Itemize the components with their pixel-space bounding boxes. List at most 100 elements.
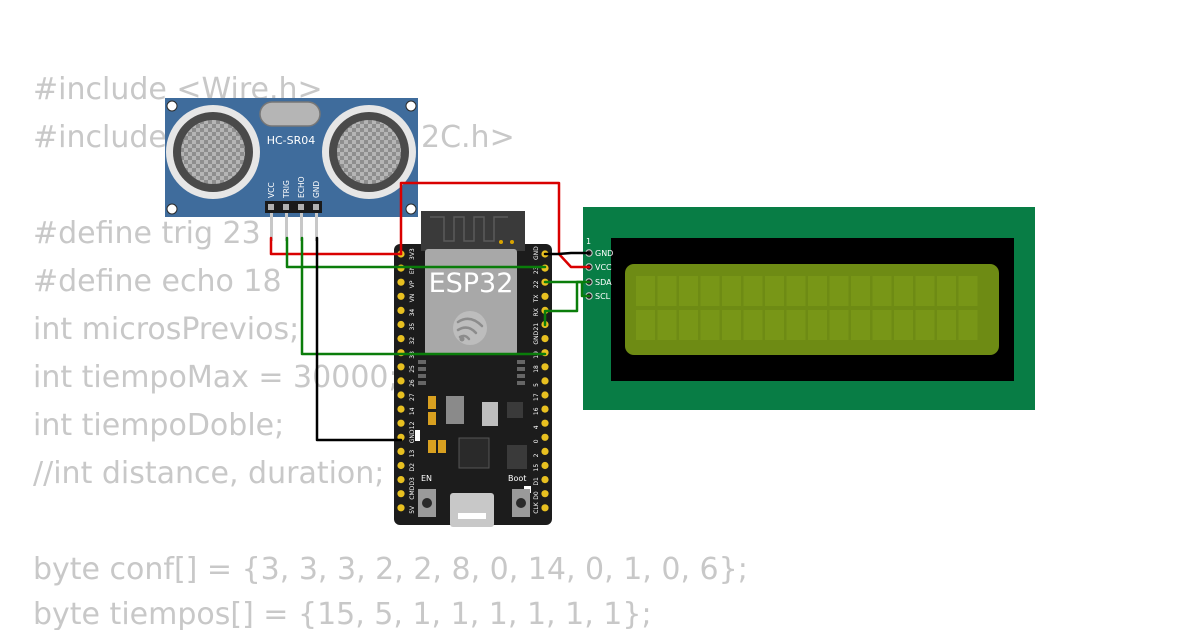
- module-pad: [418, 360, 426, 364]
- ultrasonic-sensor[interactable]: HC-SR04 VCC TRIG ECHO GND: [165, 98, 418, 241]
- esp32-pin-label: 17: [533, 393, 540, 401]
- lcd-char-cell: [657, 310, 677, 340]
- wire-trig[interactable]: [285, 236, 547, 269]
- esp32-pin[interactable]: [541, 504, 549, 512]
- esp32-pin[interactable]: [541, 335, 549, 343]
- esp32-label: ESP32: [429, 268, 514, 299]
- wire-gnd-sensor[interactable]: [315, 236, 403, 442]
- esp32-pin[interactable]: [397, 490, 405, 498]
- esp32-pin[interactable]: [397, 405, 405, 413]
- esp32-pin-label: 4: [533, 425, 540, 429]
- antenna-trace: [430, 216, 508, 242]
- sensor-pin-label: VCC: [267, 182, 276, 198]
- boot-button[interactable]: Boot: [508, 474, 530, 517]
- lcd-char-cell: [829, 276, 849, 306]
- esp32-pin[interactable]: [541, 433, 549, 441]
- lcd-char-cell: [722, 310, 741, 340]
- lcd-char-cell: [636, 276, 655, 306]
- esp32-pin[interactable]: [397, 461, 405, 470]
- esp32-pin[interactable]: [541, 405, 549, 413]
- esp32-pin-label: 12: [409, 421, 416, 429]
- sensor-pin[interactable]: [298, 204, 304, 210]
- module-pad: [517, 360, 525, 364]
- esp32-pin[interactable]: [397, 447, 405, 455]
- esp32-pin-label: 32: [409, 337, 416, 345]
- wire-echo[interactable]: [300, 236, 547, 356]
- transducer-right-icon: [322, 105, 416, 199]
- esp32-pin[interactable]: [397, 504, 405, 512]
- wire-gnd-lcd[interactable]: [543, 251, 591, 256]
- esp32-pin[interactable]: [541, 476, 549, 484]
- esp32-pin[interactable]: [541, 377, 549, 385]
- esp32-pin[interactable]: [397, 363, 405, 371]
- en-button[interactable]: EN: [418, 474, 436, 517]
- esp32-pin[interactable]: [541, 419, 549, 427]
- lcd-pin-label: SCL: [595, 292, 611, 301]
- code-line: byte tiempos[] = {15, 5, 1, 1, 1, 1, 1, …: [33, 597, 652, 630]
- lcd-char-cell: [765, 310, 784, 340]
- esp32-pin[interactable]: [541, 363, 549, 371]
- code-line: #define echo 18: [33, 264, 282, 299]
- sensor-pin[interactable]: [313, 204, 319, 210]
- esp32-pin[interactable]: [397, 377, 405, 385]
- lcd-pin-label: SDA: [595, 278, 612, 287]
- en-button-label: EN: [421, 474, 432, 483]
- esp32-pin[interactable]: [397, 320, 405, 329]
- wire-vcc-lcd[interactable]: [399, 181, 591, 269]
- mount-hole-icon: [405, 203, 417, 215]
- esp32-pin-label: 18: [533, 365, 540, 373]
- usb-port-icon: [450, 493, 494, 527]
- esp32-pin-label: D2: [409, 463, 416, 472]
- wire-scl[interactable]: [543, 280, 591, 298]
- esp32-pin[interactable]: [541, 447, 549, 455]
- lcd-pin-label: GND: [595, 249, 613, 258]
- esp32-pin[interactable]: [541, 461, 549, 470]
- lcd-char-cell: [743, 310, 763, 340]
- lcd-char-cell: [937, 276, 956, 306]
- lcd-char-cell: [808, 276, 827, 306]
- code-listing: #include <Wire.h> #include <LiquidCrysta…: [33, 72, 748, 630]
- module-pad: [517, 367, 525, 371]
- esp32-pin-label: GND: [533, 330, 540, 344]
- sensor-pin-label: GND: [312, 181, 321, 198]
- code-line: int tiempoDoble;: [33, 408, 284, 443]
- esp32-pin-label: 15: [533, 464, 540, 472]
- lcd-character-grid: [636, 276, 978, 340]
- esp32-pin-label: 2: [533, 453, 540, 457]
- lcd-char-cell: [958, 310, 978, 340]
- code-line: int tiempoMax = 30000;: [33, 360, 399, 395]
- esp32-pin[interactable]: [397, 419, 405, 427]
- esp32-pin[interactable]: [541, 391, 549, 399]
- lcd-char-cell: [679, 310, 698, 340]
- module-pad: [418, 381, 426, 385]
- esp32-pin[interactable]: [541, 490, 549, 498]
- wires: [269, 181, 591, 442]
- esp32-pin-label: 3V3: [409, 248, 416, 260]
- esp32-pin-label: GND: [533, 246, 540, 260]
- esp32-pin[interactable]: [397, 391, 405, 399]
- esp32-pin-label: 26: [409, 379, 416, 387]
- led-icon: [510, 240, 514, 244]
- mount-hole-icon: [405, 100, 417, 112]
- esp32-board[interactable]: ESP32 EN: [394, 211, 552, 527]
- sensor-pin[interactable]: [268, 204, 274, 210]
- lcd-char-cell: [851, 310, 870, 340]
- esp32-pin-label: D3: [409, 477, 416, 486]
- lcd-char-cell: [743, 276, 763, 306]
- esp32-pin[interactable]: [397, 306, 405, 314]
- lcd-module[interactable]: 1 GND VCC SDA SCL: [583, 207, 1035, 410]
- esp32-pin[interactable]: [541, 292, 549, 300]
- esp32-pin-label: 22: [533, 280, 540, 288]
- code-line: //int distance, duration;: [33, 456, 384, 491]
- lcd-char-cell: [657, 276, 677, 306]
- esp32-pin-label: CMD: [409, 485, 416, 499]
- esp32-pin[interactable]: [397, 278, 405, 286]
- esp32-pin[interactable]: [397, 292, 405, 300]
- transducer-left-icon: [166, 105, 260, 199]
- esp32-pin-label: 14: [409, 407, 416, 415]
- esp32-pin[interactable]: [397, 476, 405, 484]
- lcd-char-cell: [700, 276, 720, 306]
- wire-vcc-sensor[interactable]: [269, 236, 403, 256]
- sensor-pin[interactable]: [283, 204, 289, 210]
- esp32-pin[interactable]: [397, 335, 405, 343]
